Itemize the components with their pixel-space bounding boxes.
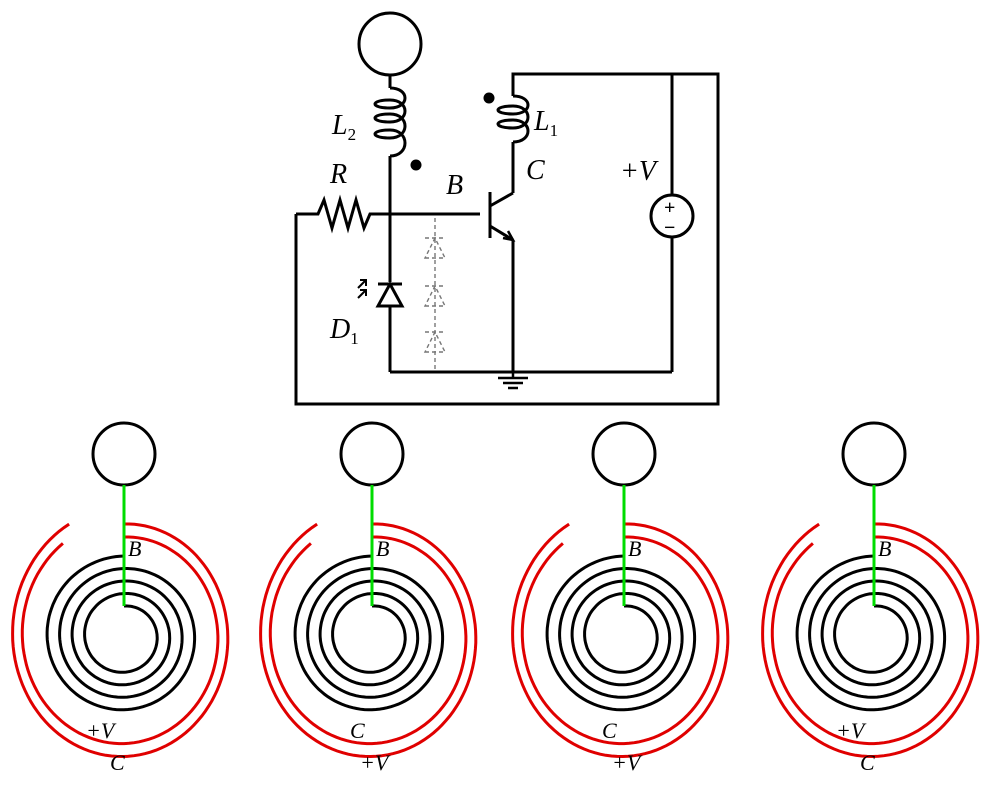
transistor-collector: [489, 191, 514, 208]
label-c: C: [526, 155, 545, 186]
wire-left-loop: [294, 72, 720, 406]
coil-diagram-4: B +V C: [761, 421, 980, 775]
coil-label-inner: C: [602, 718, 617, 743]
coil-load-circle: [91, 421, 157, 487]
coil-label-b: B: [128, 536, 141, 561]
dot-l1: [483, 92, 495, 104]
coil-load-circle: [591, 421, 657, 487]
coil-winding-red-outer: [761, 522, 980, 759]
circuit-schematic: [294, 11, 720, 406]
diode-d1: [375, 280, 405, 308]
inductor-l1: [496, 94, 530, 144]
transistor-emitter: [489, 224, 514, 242]
coil-winding-red-inner: [20, 535, 220, 746]
dashed-diode-chain: [423, 218, 447, 372]
coil-winding-red-outer: [11, 522, 230, 759]
dot-l2: [410, 159, 422, 171]
load-circle: [357, 11, 423, 77]
coil-label-inner: C: [350, 718, 365, 743]
coil-load-circle: [841, 421, 907, 487]
coil-label-b: B: [628, 536, 641, 561]
coil-label-outer: C: [860, 750, 875, 775]
source-plus-sign: +: [664, 197, 675, 219]
coil-label-outer: +V: [360, 750, 391, 775]
label-b: B: [446, 170, 463, 201]
light-arrows-icon: [357, 279, 367, 299]
coil-winding-red-inner: [268, 535, 468, 746]
label-l2: L2: [331, 110, 356, 144]
coil-label-b: B: [878, 536, 891, 561]
coil-winding-black: [293, 554, 445, 712]
coil-diagrams: B +V C B C +V B C +V B +V C: [11, 421, 980, 775]
ground-icon: [498, 372, 528, 390]
resistor-r: [296, 194, 480, 234]
label-r: R: [329, 159, 347, 190]
coil-winding-black: [545, 554, 697, 712]
coil-winding-red-outer: [511, 522, 730, 759]
coil-label-outer: C: [110, 750, 125, 775]
coil-label-outer: +V: [612, 750, 643, 775]
coil-winding-red-outer: [259, 522, 478, 759]
coil-label-inner: +V: [836, 718, 867, 743]
label-d1: D1: [329, 314, 359, 348]
coil-winding-red-inner: [520, 535, 720, 746]
coil-winding-black: [45, 554, 197, 712]
label-vplus: +V: [620, 156, 659, 187]
coil-winding-black: [795, 554, 947, 712]
coil-diagram-1: B +V C: [11, 421, 230, 775]
coil-load-circle: [339, 421, 405, 487]
source-minus-sign: −: [664, 217, 675, 239]
coil-label-inner: +V: [86, 718, 117, 743]
label-l1: L1: [533, 106, 558, 140]
inductor-l2: [373, 86, 407, 158]
coil-diagram-2: B C +V: [259, 421, 478, 775]
coil-diagram-3: B C +V: [511, 421, 730, 775]
coil-winding-red-inner: [770, 535, 970, 746]
coil-label-b: B: [376, 536, 389, 561]
